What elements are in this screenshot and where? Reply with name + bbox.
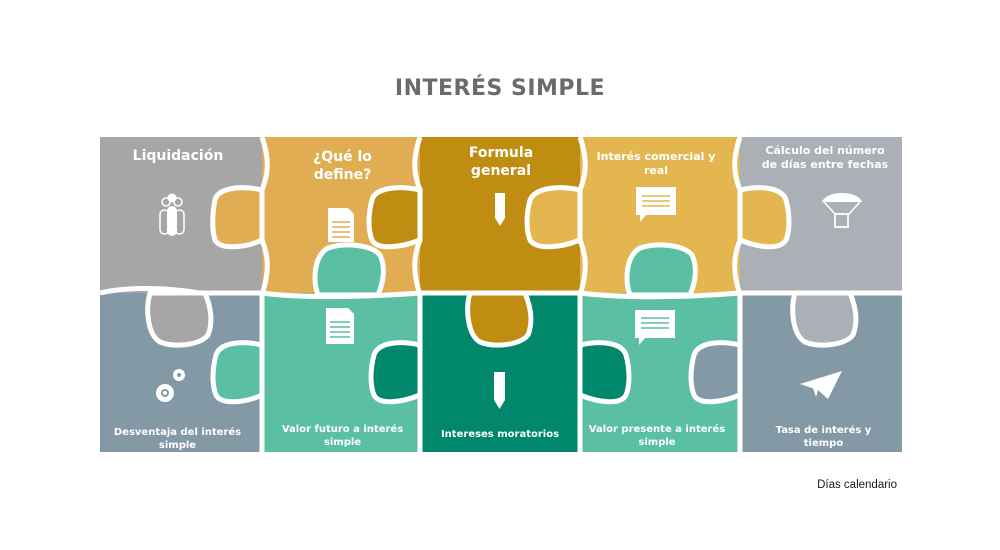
- label-formula-general: Formula general: [468, 145, 534, 180]
- pencil-icon: [495, 193, 505, 226]
- footer-dias-calendario: Días calendario: [817, 479, 897, 491]
- document-icon: [328, 208, 354, 242]
- gears-icon: [156, 369, 185, 402]
- label-valor-presente: Valor presente a interés simple: [588, 424, 726, 448]
- label-calculo-dias: Cálculo del número de días entre fechas: [761, 144, 889, 172]
- document-icon: [326, 308, 354, 344]
- paper-plane-icon: [800, 371, 842, 399]
- label-tasa-tiempo: Tasa de interés y tiempo: [775, 425, 872, 449]
- label-intereses-moratorios: Intereses moratorios: [440, 429, 560, 440]
- label-valor-futuro: Valor futuro a interés simple: [281, 424, 404, 448]
- parachute-box-icon: [822, 193, 862, 228]
- chat-message-icon: [635, 310, 675, 345]
- label-interes-comercial: Interés comercial y real: [596, 150, 716, 178]
- label-desventaja: Desventaja del interés simple: [113, 427, 242, 451]
- label-liquidacion: Liquidación: [132, 148, 224, 164]
- label-que-lo-define: ¿Qué lo define?: [313, 149, 372, 184]
- chat-message-icon: [636, 187, 676, 222]
- pencil-icon: [494, 372, 505, 409]
- diagram-title: INTERÉS SIMPLE: [394, 76, 606, 101]
- people-group-icon: [159, 193, 185, 236]
